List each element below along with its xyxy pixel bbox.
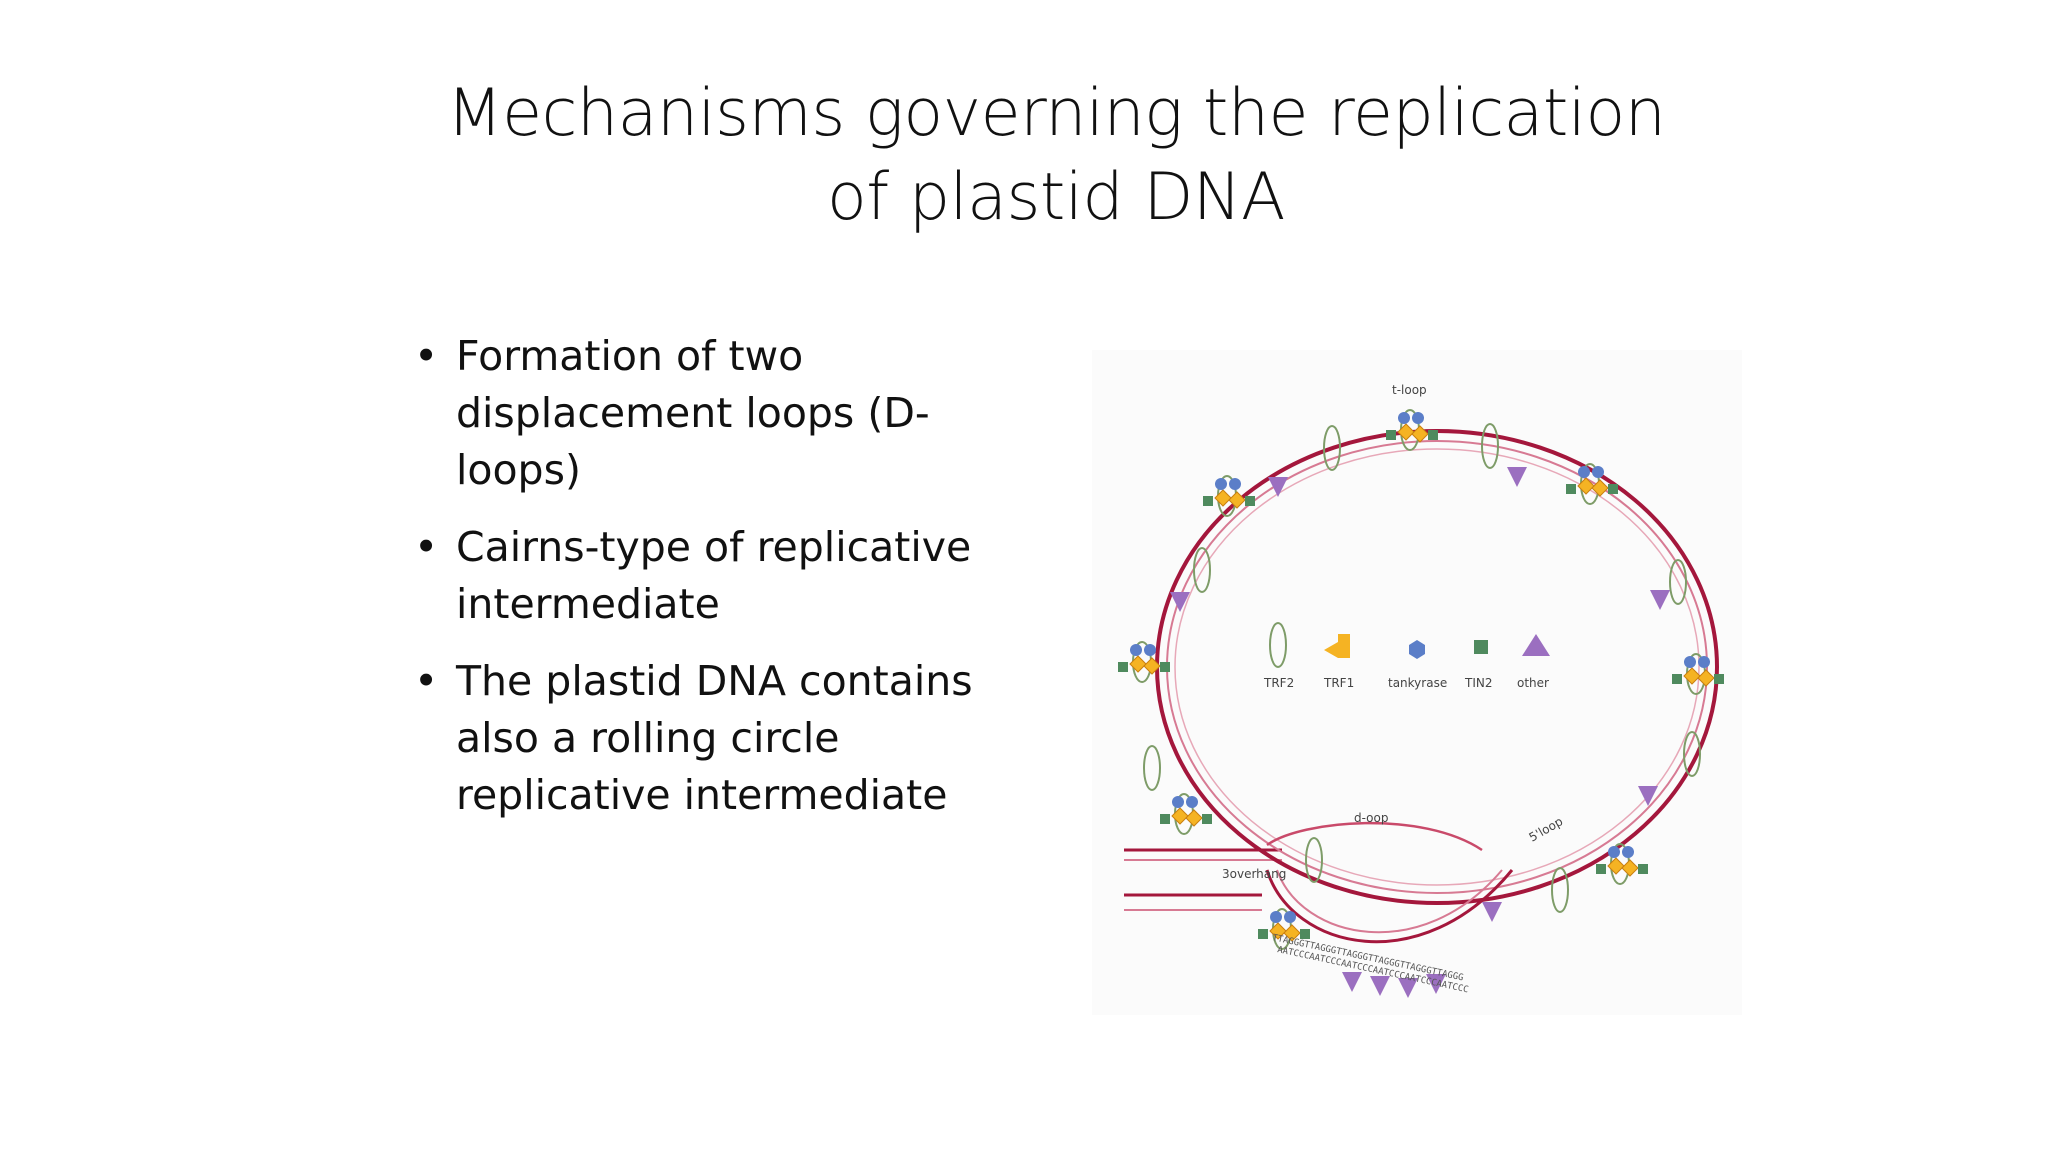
diagram-legend: TRF2 TRF1 tankyrase TIN2 other [1263, 622, 1550, 690]
plastid-dna-diagram: TTAGGGTTAGGGTTAGGGTTAGGGTTAGGGTTAGGG AAT… [1092, 350, 1742, 1015]
bullet-item-cairns: Cairns-type of replicative intermediate [414, 519, 1014, 633]
tail-right-label: 5'loop [1527, 814, 1566, 844]
legend-label-tankyrase: tankyrase [1388, 676, 1447, 690]
other-protein-markers [1170, 467, 1670, 998]
open-ellipse-icon [1269, 622, 1287, 668]
square-icon [1474, 640, 1488, 654]
legend-label-other: other [1517, 676, 1549, 690]
slide-title-line-2: of plastid DNA [827, 160, 1285, 235]
hexagon-icon [1409, 640, 1425, 659]
legend-label-trf2: TRF2 [1263, 676, 1294, 690]
legend-label-tin2: TIN2 [1464, 676, 1492, 690]
bullet-list: Formation of two displacement loops (D-l… [414, 328, 1014, 844]
slide-title: Mechanisms governing the replication of … [256, 72, 1856, 240]
overhang-tail [1124, 848, 1282, 911]
d-loop-label: d-oop [1354, 811, 1388, 825]
slide-title-line-1: Mechanisms governing the replication [446, 76, 1666, 151]
flag-shape-icon [1324, 634, 1350, 658]
bullet-item-rolling-circle: The plastid DNA contains also a rolling … [414, 653, 1014, 824]
triangle-icon [1522, 634, 1550, 656]
legend-label-trf1: TRF1 [1323, 676, 1354, 690]
d-loop [1265, 821, 1514, 944]
t-loop-label: t-loop [1392, 383, 1427, 397]
diagram-svg: TTAGGGTTAGGGTTAGGGTTAGGGTTAGGGTTAGGG AAT… [1117, 383, 1725, 998]
bullet-item-d-loops: Formation of two displacement loops (D-l… [414, 328, 1014, 499]
tail-left-label: 3overhang [1222, 867, 1286, 881]
